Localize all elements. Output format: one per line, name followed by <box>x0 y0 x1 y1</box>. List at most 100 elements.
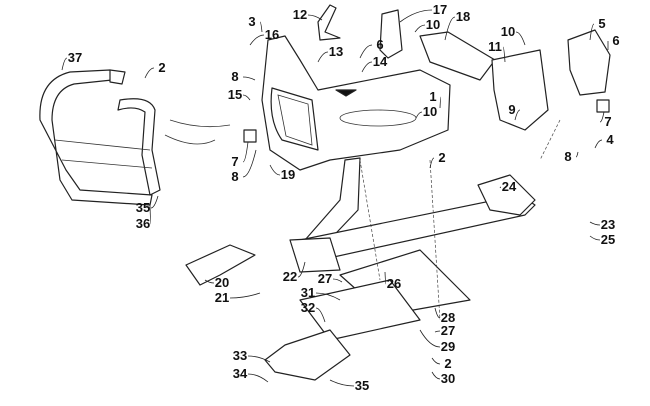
leader-line <box>434 330 441 333</box>
callout-number: 8 <box>231 69 238 84</box>
callout-number: 15 <box>228 87 242 102</box>
callout-number: 16 <box>265 27 279 42</box>
callout-24: 24 <box>499 179 517 194</box>
leader-line <box>242 149 257 178</box>
callout-number: 31 <box>301 285 315 300</box>
callout-31: 31 <box>301 285 341 301</box>
leader-line <box>589 221 601 226</box>
callout-number: 2 <box>158 60 165 75</box>
callout-number: 10 <box>501 24 515 39</box>
callout-number: 34 <box>233 366 248 381</box>
leader-line <box>502 46 506 63</box>
callout-number: 22 <box>283 269 297 284</box>
callout-3: 3 <box>248 14 263 33</box>
callout-36: 36 <box>136 204 152 231</box>
callout-28: 28 <box>434 307 455 325</box>
callout-number: 35 <box>136 200 150 215</box>
callout-15: 15 <box>228 87 251 102</box>
callout-number: 35 <box>355 378 369 393</box>
callout-number: 30 <box>441 371 455 386</box>
callout-10: 10 <box>414 17 440 33</box>
leader-line <box>439 96 442 109</box>
leader-line <box>315 307 326 323</box>
leader-line <box>242 94 251 101</box>
leader-line <box>247 355 271 363</box>
callout-20: 20 <box>204 275 229 290</box>
callout-number: 12 <box>293 7 307 22</box>
callout-number: 36 <box>136 216 150 231</box>
callout-number: 21 <box>215 290 229 305</box>
callout-17: 17 <box>399 2 447 23</box>
front-bumper <box>39 69 231 206</box>
leader-line <box>431 357 441 365</box>
leader-line <box>150 195 159 209</box>
callout-14: 14 <box>361 54 388 73</box>
leader-line <box>269 164 281 176</box>
callout-7: 7 <box>599 111 612 129</box>
callout-number: 1 <box>429 89 436 104</box>
callout-26: 26 <box>384 271 401 291</box>
callout-4: 4 <box>594 132 614 149</box>
callout-21: 21 <box>215 290 261 305</box>
leader-line <box>297 261 306 278</box>
callout-18: 18 <box>444 9 470 41</box>
leader-line <box>399 9 433 23</box>
callout-number: 3 <box>248 14 255 29</box>
callout-number: 23 <box>601 217 615 232</box>
leader-line <box>415 111 423 119</box>
side-panel-11 <box>491 49 549 131</box>
leader-line <box>361 61 373 73</box>
callout-number: 11 <box>488 39 502 54</box>
callout-number: 8 <box>564 149 571 164</box>
callout-27: 27 <box>318 271 343 286</box>
callout-number: 2 <box>438 150 445 165</box>
leader-line <box>149 204 152 225</box>
callout-29: 29 <box>419 329 455 354</box>
callout-35: 35 <box>329 378 369 393</box>
callout-number: 24 <box>502 179 517 194</box>
callout-5: 5 <box>589 16 606 41</box>
callout-number: 32 <box>301 300 315 315</box>
callout-34: 34 <box>233 366 269 383</box>
callout-number: 37 <box>68 50 82 65</box>
leader-line <box>242 76 256 81</box>
callout-10: 10 <box>415 104 437 119</box>
callout-number: 28 <box>441 310 455 325</box>
callout-7: 7 <box>231 141 249 169</box>
leader-line <box>514 109 521 121</box>
callout-11: 11 <box>488 39 506 63</box>
callout-number: 26 <box>387 276 401 291</box>
leader-line <box>594 139 603 149</box>
leader-line <box>204 279 215 284</box>
callout-8: 8 <box>231 69 256 84</box>
callout-19: 19 <box>269 164 295 182</box>
callout-1: 1 <box>429 89 442 109</box>
leader-line <box>229 292 261 299</box>
callout-22: 22 <box>283 261 306 284</box>
bumper-pad-7 <box>596 99 610 113</box>
callout-2: 2 <box>431 356 452 371</box>
bumper-pad-7b <box>243 129 257 143</box>
leader-line <box>329 379 355 387</box>
leader-line <box>589 235 601 241</box>
leader-line <box>249 34 265 46</box>
callout-33: 33 <box>233 348 271 363</box>
leader-line <box>444 16 456 41</box>
callout-35: 35 <box>136 195 159 215</box>
callout-number: 9 <box>508 102 515 117</box>
callout-6: 6 <box>359 37 384 59</box>
leader-line <box>242 141 249 163</box>
leader-line <box>259 21 263 33</box>
callout-23: 23 <box>589 217 615 232</box>
leader-line <box>384 271 387 285</box>
bracket-5 <box>567 29 611 96</box>
callout-number: 27 <box>441 323 455 338</box>
callout-number: 10 <box>426 17 440 32</box>
leader-line <box>144 67 155 79</box>
callout-30: 30 <box>431 371 455 386</box>
callout-6: 6 <box>607 33 620 50</box>
callout-8: 8 <box>231 149 257 184</box>
callout-32: 32 <box>301 300 326 323</box>
